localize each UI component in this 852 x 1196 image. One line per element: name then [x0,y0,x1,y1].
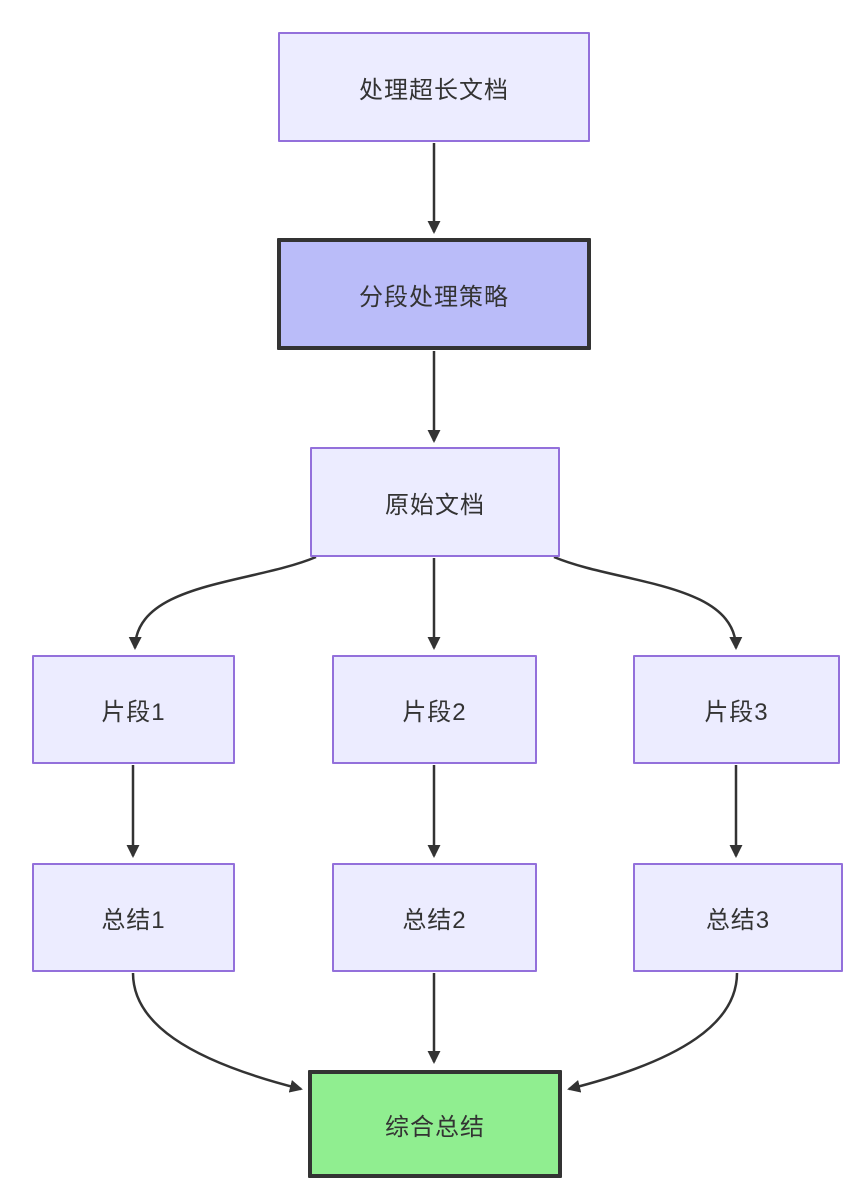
node-fragment-1: 片段1 [32,655,235,764]
edge-sum3-to-final [567,972,739,1093]
node-final-summary-label: 综合总结 [385,1113,485,1141]
node-fragment-3-label: 片段3 [704,699,769,726]
node-summary-2-label: 总结2 [402,907,467,934]
node-original-document-label: 原始文档 [385,491,485,519]
node-fragment-2: 片段2 [332,655,537,764]
node-input-document: 处理超长文档 [278,32,590,142]
node-segmentation-strategy: 分段处理策略 [277,238,591,350]
node-fragment-3: 片段3 [633,655,840,764]
node-fragment-2-label: 片段2 [402,699,467,726]
node-original-document: 原始文档 [310,447,560,557]
node-summary-3: 总结3 [633,863,843,972]
edge-original-to-frag3 [553,555,743,650]
node-summary-2: 总结2 [332,863,537,972]
node-final-summary: 综合总结 [308,1070,562,1178]
node-fragment-1-label: 片段1 [101,699,166,726]
node-summary-1-label: 总结1 [101,907,166,934]
edge-sum1-to-final [131,972,303,1093]
node-summary-3-label: 总结3 [705,907,771,934]
node-input-document-label: 处理超长文档 [359,76,509,104]
node-segmentation-strategy-label: 分段处理策略 [359,283,509,311]
edge-original-to-frag1 [128,555,317,650]
node-summary-1: 总结1 [32,863,235,972]
